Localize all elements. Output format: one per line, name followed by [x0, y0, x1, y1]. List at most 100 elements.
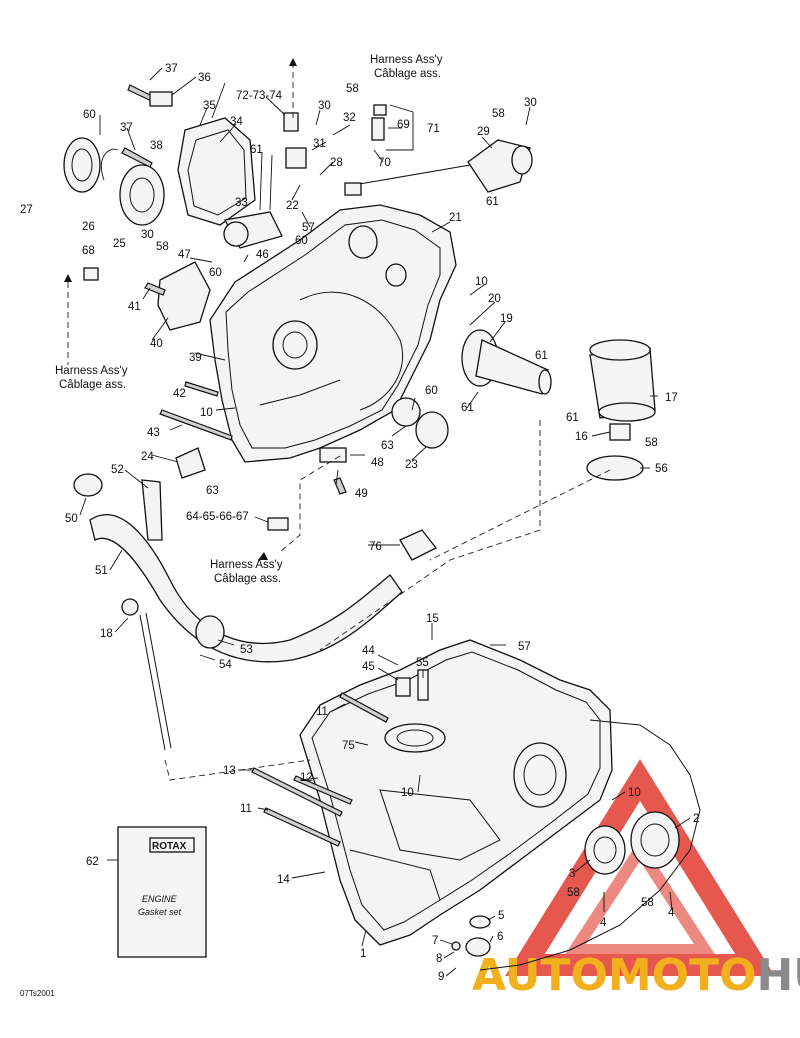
part-number: 68 [82, 245, 95, 257]
harness-label-bottom: Harness Ass'y Câblage ass. [210, 559, 283, 585]
part-number: 60 [209, 267, 222, 279]
part-number: 40 [150, 338, 163, 350]
part-number: 60 [295, 235, 308, 247]
part-number: 19 [500, 313, 513, 325]
cover-plate [177, 117, 256, 226]
part-number: 30 [524, 97, 537, 109]
part-number: 37 [120, 122, 133, 134]
part-number: 25 [113, 238, 126, 250]
part-number: 11 [240, 803, 252, 815]
svg-text:Harness Ass'y: Harness Ass'y [370, 54, 443, 66]
part-number: 75 [342, 740, 355, 752]
part-number: 24 [141, 451, 154, 463]
part-number: 61 [535, 350, 548, 362]
bolts [121, 84, 389, 847]
part-number: 44 [362, 645, 375, 657]
part-number: 49 [355, 488, 368, 500]
harness-label-top: Harness Ass'y Câblage ass. [370, 54, 443, 80]
part-number: 10 [628, 787, 641, 799]
crankcase-cover [209, 204, 457, 463]
part-number: 20 [488, 293, 501, 305]
gasket-disc [586, 455, 644, 481]
part-number: 33 [235, 197, 248, 209]
part-number: 58 [645, 437, 658, 449]
sensor-connector [283, 112, 299, 132]
part-number: 46 [256, 249, 269, 261]
part-number-labels: 37 36 60 37 38 35 34 61 27 26 25 33 30 5… [20, 63, 699, 983]
rotax-logo-box [149, 837, 195, 853]
pump-housing [157, 261, 211, 331]
part-number: 18 [100, 628, 113, 640]
part-number: 29 [477, 126, 490, 138]
watermark-text: AUTOMOTOHUB [472, 950, 800, 1001]
gasket-card-line1: ENGINE [142, 894, 178, 904]
part-number: 12 [300, 772, 313, 784]
harness-group-ref: 64-65-66-67 [186, 511, 249, 523]
part-number: 11 [316, 706, 328, 718]
part-number: 8 [436, 953, 442, 965]
part-number: 39 [189, 352, 202, 364]
part-number: 31 [313, 138, 326, 150]
part-number: 45 [362, 661, 375, 673]
gasket-card-line2: Gasket set [138, 907, 182, 917]
rotax-brand: ROTAX [152, 841, 187, 852]
shaft [475, 339, 549, 395]
dashed-guidelines [67, 62, 611, 781]
part-number: 51 [95, 565, 108, 577]
part-number: 9 [438, 971, 444, 983]
svg-text:Câblage ass.: Câblage ass. [214, 573, 281, 585]
part-number: 58 [156, 241, 169, 253]
part-number: 54 [219, 659, 232, 671]
part-number: 57 [302, 222, 315, 234]
part-number: 28 [330, 157, 343, 169]
part-number: 5 [498, 910, 504, 922]
part-number: 62 [86, 856, 99, 868]
part-number: 41 [128, 301, 141, 313]
part-number: 58 [641, 897, 654, 909]
part-number: 36 [198, 72, 211, 84]
drawing-code: 07Ts2001 [20, 989, 55, 998]
part-number: 43 [147, 427, 160, 439]
part-number: 60 [425, 385, 438, 397]
part-number: 21 [449, 212, 462, 224]
bearing [119, 164, 165, 226]
part-number: 30 [141, 229, 154, 241]
part-number: 69 [397, 119, 410, 131]
part-number: 13 [223, 765, 236, 777]
harness-arrows [64, 58, 297, 560]
part-number: 58 [346, 83, 359, 95]
part-number: 61 [486, 196, 499, 208]
part-number: 35 [203, 100, 216, 112]
part-number: 42 [173, 388, 186, 400]
part-number: 10 [200, 407, 213, 419]
svg-text:Câblage ass.: Câblage ass. [374, 68, 441, 80]
part-number: 61 [566, 412, 579, 424]
part-number: 53 [240, 644, 253, 656]
part-number: 15 [426, 613, 439, 625]
harness-label-left: Harness Ass'y Câblage ass. [55, 365, 128, 391]
part-number: 63 [206, 485, 219, 497]
part-number: 56 [655, 463, 668, 475]
leader-lines [79, 67, 691, 977]
watermark: AUTOMOTOHUB [472, 759, 800, 1001]
part-number: 58 [492, 108, 505, 120]
part-number: 14 [277, 874, 290, 886]
part-number: 6 [497, 931, 503, 943]
part-number: 61 [250, 144, 263, 156]
svg-text:Harness Ass'y: Harness Ass'y [55, 365, 128, 377]
part-number: 70 [378, 157, 391, 169]
part-number: 50 [65, 513, 78, 525]
part-number: 4 [600, 917, 607, 929]
part-number: 55 [416, 657, 429, 669]
part-number: 3 [569, 868, 575, 880]
part-number: 16 [575, 431, 588, 443]
coolant-hose [89, 514, 403, 663]
part-number: 76 [369, 541, 382, 553]
part-number: 37 [165, 63, 178, 75]
part-number: 38 [150, 140, 163, 152]
svg-text:Câblage ass.: Câblage ass. [59, 379, 126, 391]
part-number: 71 [427, 123, 440, 135]
part-number: 30 [318, 100, 331, 112]
part-number: 32 [343, 112, 356, 124]
